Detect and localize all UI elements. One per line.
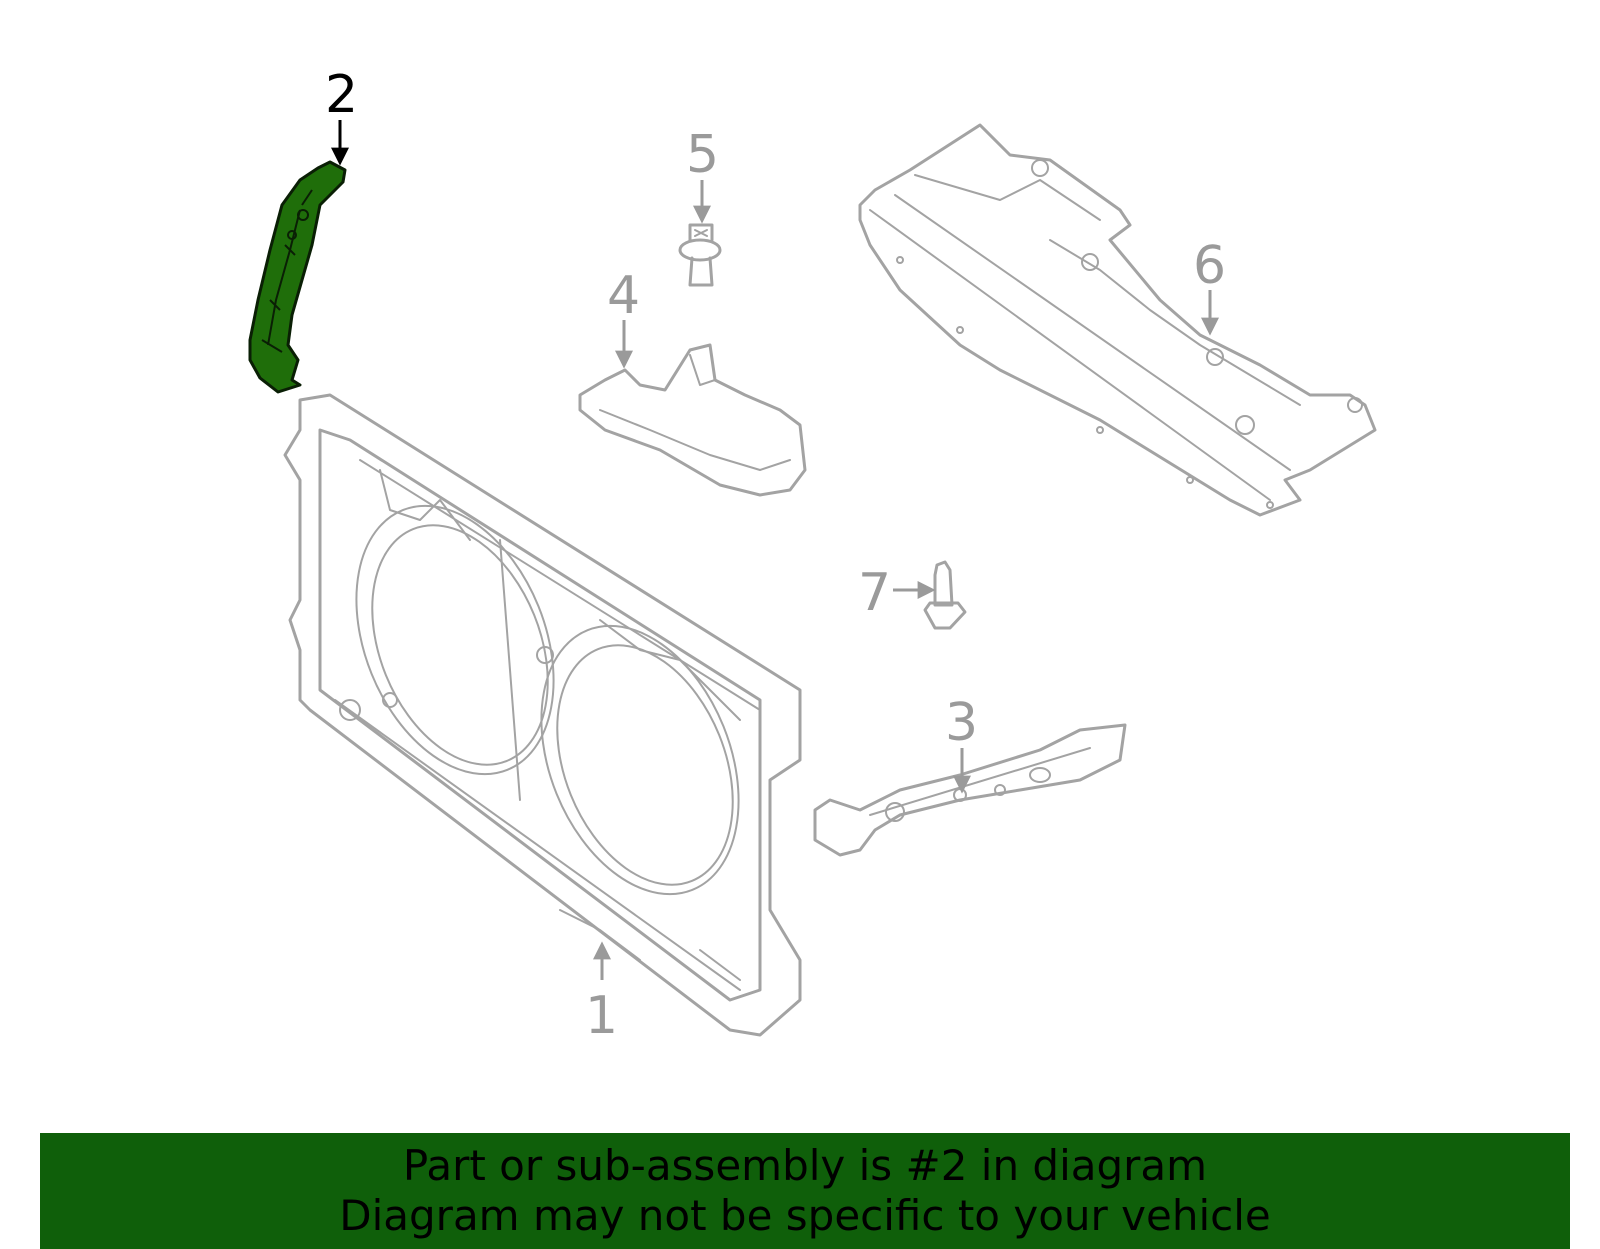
callout-2[interactable]: 2 bbox=[325, 65, 358, 125]
parts-diagram: 1 2 3 4 5 6 7 bbox=[248, 65, 1377, 1046]
part-4-air-guide[interactable] bbox=[578, 343, 807, 497]
callout-4[interactable]: 4 bbox=[607, 266, 640, 326]
part-1-radiator-support[interactable] bbox=[283, 393, 802, 1037]
callout-1[interactable]: 1 bbox=[585, 986, 618, 1046]
info-banner: Part or sub-assembly is #2 in diagram Di… bbox=[40, 1133, 1570, 1249]
callout-5[interactable]: 5 bbox=[686, 125, 719, 185]
part-3-lower-brace[interactable] bbox=[813, 723, 1127, 857]
part-7-push-pin[interactable] bbox=[923, 560, 967, 630]
callout-6[interactable]: 6 bbox=[1193, 236, 1226, 296]
part-2-side-bracket[interactable] bbox=[248, 160, 347, 394]
callout-3[interactable]: 3 bbox=[945, 693, 978, 753]
callout-7[interactable]: 7 bbox=[858, 563, 891, 623]
banner-line-1: Part or sub-assembly is #2 in diagram bbox=[402, 1141, 1208, 1190]
part-5-clip[interactable] bbox=[678, 223, 722, 287]
banner-line-2: Diagram may not be specific to your vehi… bbox=[339, 1191, 1271, 1240]
part-6-splash-shield[interactable] bbox=[858, 123, 1377, 517]
